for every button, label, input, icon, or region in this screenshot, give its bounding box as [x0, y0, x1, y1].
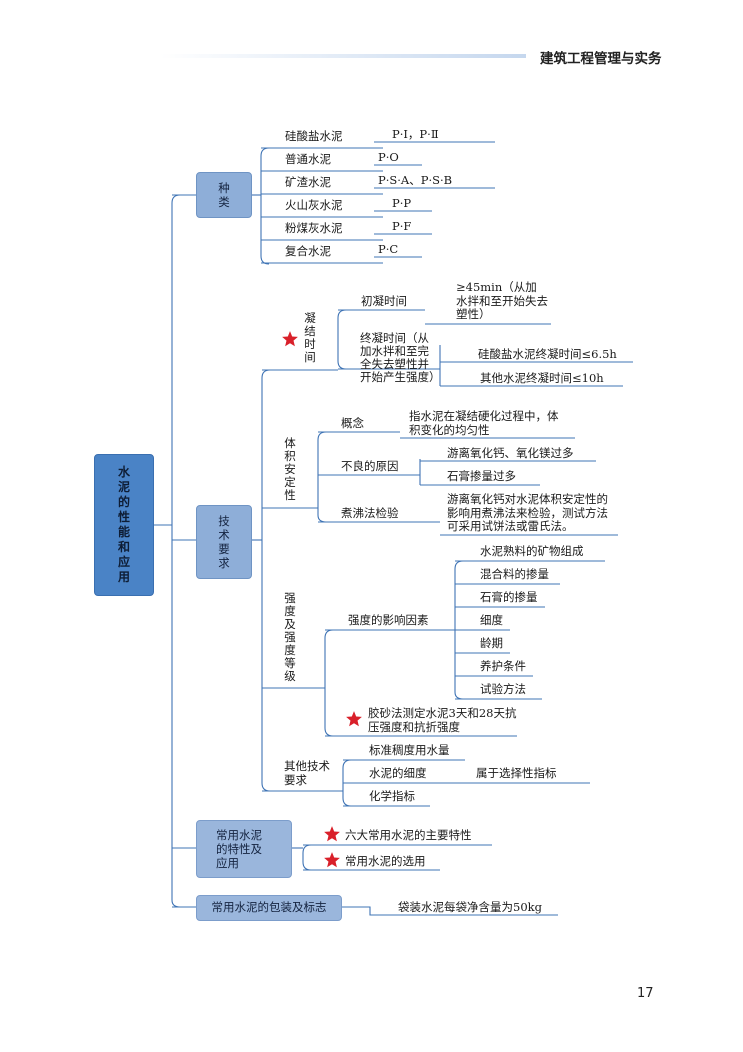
type-code-1: P·Ⅰ，P·Ⅱ [392, 127, 439, 141]
strength-factor-5: 龄期 [480, 636, 503, 650]
soundness-causes-label: 不良的原因 [341, 459, 399, 473]
branch-properties: 常用水泥的特性及应用 [196, 820, 292, 878]
branch-packaging: 常用水泥的包装及标志 [196, 895, 342, 921]
type-name-1: 硅酸盐水泥 [285, 129, 343, 143]
strength-factor-3: 石膏的掺量 [480, 590, 538, 604]
page-number: 17 [637, 986, 654, 1001]
type-name-4: 火山灰水泥 [285, 198, 343, 212]
initial-setting-label: 初凝时间 [361, 294, 407, 308]
packaging-value: 袋装水泥每袋净含量为50kg [398, 900, 542, 914]
other-item-1: 标准稠度用水量 [369, 743, 450, 757]
strength-label: 强度及强度等级 [284, 591, 296, 683]
branch-tech: 技术要求 [196, 505, 252, 579]
strength-factors-label: 强度的影响因素 [348, 613, 429, 627]
type-code-2: P·O [378, 150, 399, 164]
type-name-5: 粉煤灰水泥 [285, 221, 343, 235]
initial-setting-value: ≥45min（从加水拌和至开始失去塑性） [456, 280, 548, 321]
branch-properties-label: 常用水泥的特性及应用 [216, 828, 262, 870]
root-label: 水泥的性能和应用 [117, 465, 130, 584]
type-code-3: P·S·A、P·S·B [378, 173, 453, 187]
strength-factor-4: 细度 [480, 613, 503, 627]
other-item-2: 水泥的细度 [369, 766, 427, 780]
branch-types: 种类 [196, 172, 252, 218]
final-setting-value-2: 其他水泥终凝时间≤10h [480, 371, 604, 385]
strength-factor-2: 混合料的掺量 [480, 567, 549, 581]
final-setting-label: 终凝时间（从加水拌和至完全失去塑性并开始产生强度） [360, 331, 441, 384]
header-bar [160, 54, 526, 58]
soundness-label: 体积安定性 [284, 436, 296, 502]
final-setting-value-1: 硅酸盐水泥终凝时间≤6.5h [478, 347, 617, 361]
soundness-cause-2: 石膏掺量过多 [447, 469, 516, 483]
properties-item-2: 常用水泥的选用 [345, 854, 426, 868]
type-name-2: 普通水泥 [285, 152, 331, 166]
header-title: 建筑工程管理与实务 [540, 51, 662, 67]
type-code-5: P·F [392, 219, 412, 233]
soundness-test-value: 游离氧化钙对水泥体积安定性的影响用煮沸法来检验，测试方法可采用试饼法或雷氏法。 [447, 492, 608, 533]
other-requirements-label: 其他技术要求 [284, 759, 330, 787]
root-node: 水泥的性能和应用 [94, 454, 154, 596]
type-name-3: 矿渣水泥 [285, 175, 331, 189]
type-code-4: P·P [392, 196, 412, 210]
soundness-concept-value: 指水泥在凝结硬化过程中，体积变化的均匀性 [409, 409, 559, 437]
strength-factor-6: 养护条件 [480, 659, 526, 673]
soundness-cause-1: 游离氧化钙、氧化镁过多 [447, 446, 574, 460]
key-point-star-icon [324, 826, 340, 842]
key-point-star-icon [324, 852, 340, 868]
strength-factor-7: 试验方法 [480, 682, 526, 696]
type-code-6: P·C [378, 242, 399, 256]
type-name-6: 复合水泥 [285, 244, 331, 258]
key-point-star-icon [346, 711, 362, 727]
properties-item-1: 六大常用水泥的主要特性 [345, 828, 472, 842]
setting-time-label: 凝结时间 [304, 311, 316, 364]
strength-factor-1: 水泥熟料的矿物组成 [480, 544, 584, 558]
key-point-star-icon [282, 331, 298, 347]
other-item-3: 化学指标 [369, 789, 415, 803]
branch-packaging-label: 常用水泥的包装及标志 [211, 900, 327, 915]
strength-method: 胶砂法测定水泥3天和28天抗压强度和抗折强度 [368, 706, 517, 734]
branch-tech-label: 技术要求 [218, 514, 230, 570]
soundness-concept-label: 概念 [341, 416, 364, 430]
soundness-test-label: 煮沸法检验 [341, 506, 399, 520]
other-fineness-note: 属于选择性指标 [476, 766, 557, 780]
branch-types-label: 种类 [218, 181, 230, 209]
